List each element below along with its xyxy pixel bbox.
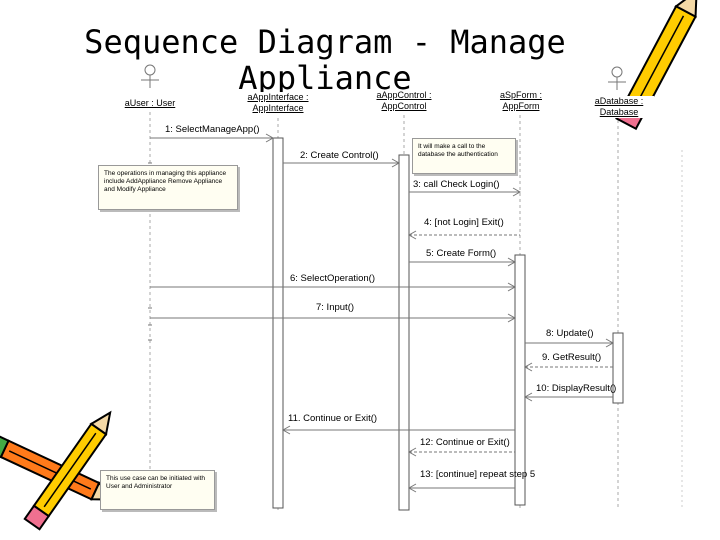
object-spform-name: aSpForm :: [499, 90, 542, 100]
msg10-label: 10: DisplayResult(): [536, 383, 617, 394]
object-database-name: aDatabase :: [594, 96, 644, 106]
spform-activation: [514, 254, 526, 506]
msg12-label: 12: Continue or Exit(): [420, 437, 510, 448]
note-initiation: This use case can be initiated with User…: [100, 470, 215, 510]
object-appinterface-class: AppInterface: [252, 103, 304, 113]
object-appcontrol-name: aAppControl :: [376, 90, 432, 100]
object-appcontrol-class: AppControl: [381, 101, 427, 111]
object-spform-class: AppForm: [502, 101, 540, 111]
msg1-label: 1: SelectManageApp(): [165, 124, 260, 135]
msg8-label: 8: Update(): [546, 328, 594, 339]
msg2-label: 2: Create Control(): [300, 150, 379, 161]
msg3-label: 3: call Check Login(): [413, 179, 500, 190]
crossed-pencils-clipart-icon: [0, 410, 116, 531]
object-appinterface-name: aAppInterface :: [247, 92, 309, 102]
object-database: aDatabase : Database: [584, 96, 654, 118]
object-user: aUser : User: [118, 98, 182, 109]
user-actor-icon: [141, 64, 159, 88]
msg6-label: 6: SelectOperation(): [290, 273, 376, 284]
object-spform: aSpForm : AppForm: [488, 90, 554, 112]
msg5-label: 5: Create Form(): [426, 248, 497, 259]
database-actor-icon: [608, 66, 626, 90]
msg9-label: 9. GetResult(): [542, 352, 602, 363]
appinterface-activation: [272, 137, 284, 509]
page-title: Sequence Diagram - Manage Appliance: [84, 23, 566, 97]
appcontrol-activation: [398, 154, 410, 511]
database-activation: [612, 332, 624, 404]
msg13-label: 13: [continue] repeat step 5: [420, 469, 536, 480]
note-operations: The operations in managing this applianc…: [98, 165, 238, 210]
object-appinterface: aAppInterface : AppInterface: [238, 92, 318, 114]
msg4-label: 4: [not Login] Exit(): [424, 217, 504, 228]
msg11-label: 11. Continue or Exit(): [288, 413, 378, 424]
object-database-class: Database: [599, 107, 639, 117]
note-authentication: It will make a call to the database the …: [412, 138, 516, 174]
object-appcontrol: aAppControl : AppControl: [364, 90, 444, 112]
msg7-label: 7: Input(): [316, 302, 355, 313]
